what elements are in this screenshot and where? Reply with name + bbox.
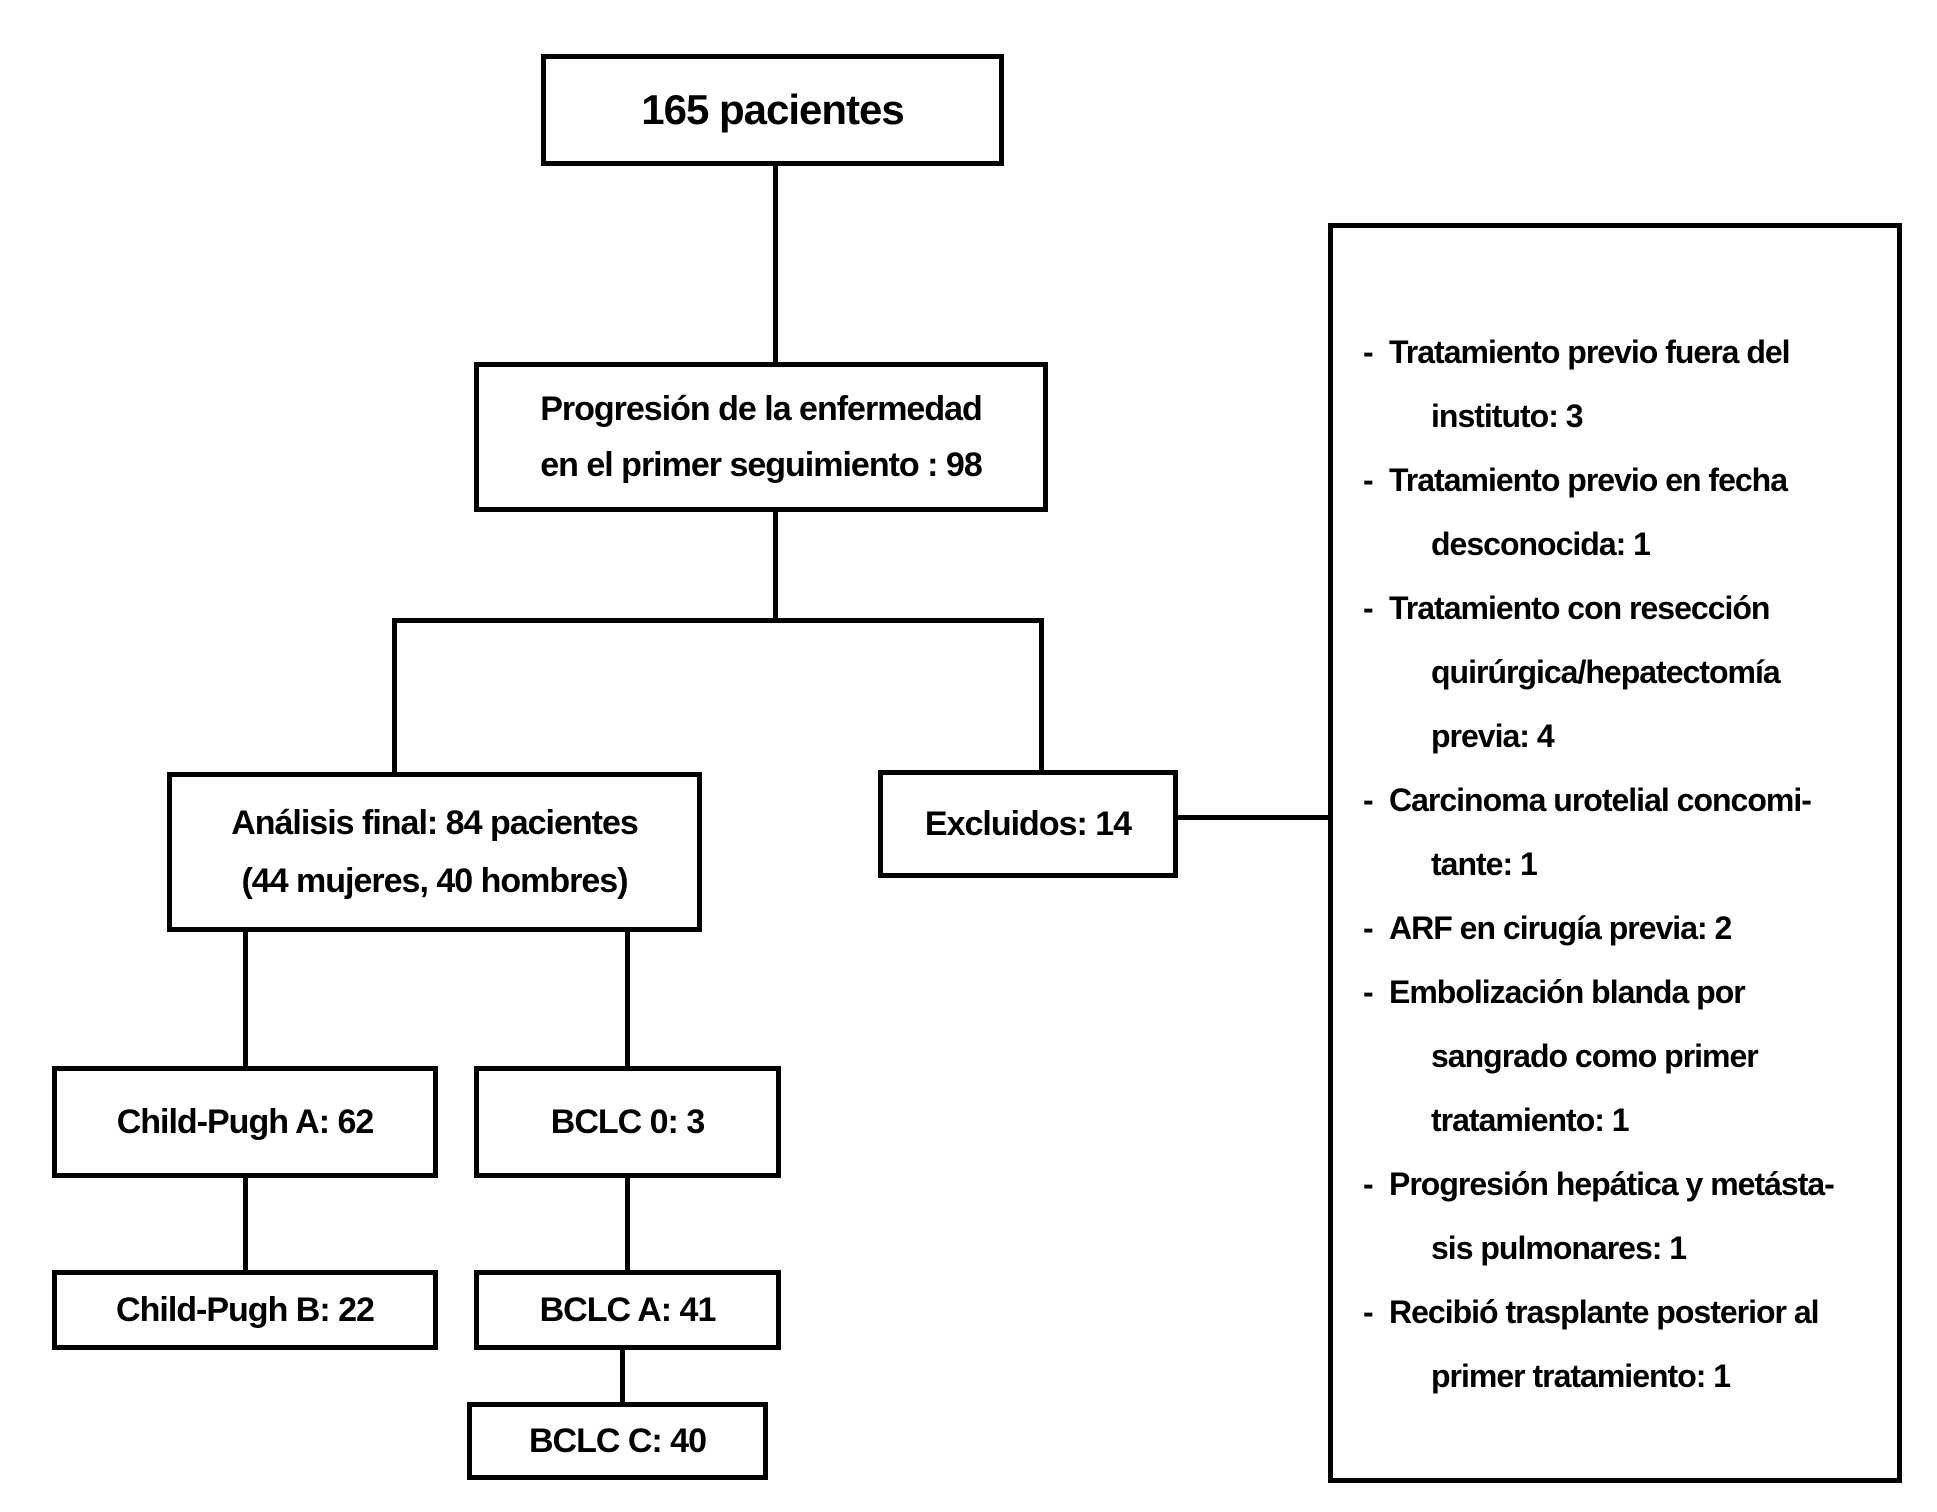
node-final-analysis-line2: (44 mujeres, 40 hombres) xyxy=(241,862,628,900)
node-bclc-0-label: BCLC 0: 3 xyxy=(550,1102,705,1141)
exclusion-item-text: Embolización blanda por xyxy=(1389,974,1746,1010)
exclusion-item-line-cont: sis pulmonares: 1 xyxy=(1431,1230,1687,1266)
bullet-dash: - xyxy=(1363,590,1374,626)
exclusion-item: -Carcinoma urotelial concomi-tante: 1 xyxy=(1363,768,1883,896)
node-bclc-c-label: BCLC C: 40 xyxy=(528,1421,707,1460)
node-total-patients-label: 165 pacientes xyxy=(641,86,905,133)
exclusion-item: -ARF en cirugía previa: 2 xyxy=(1363,896,1883,960)
exclusion-item: -Tratamiento previo fuera del instituto: … xyxy=(1363,320,1883,448)
exclusion-item-line-cont: previa: 4 xyxy=(1431,718,1555,754)
exclusion-item-line-cont: tante: 1 xyxy=(1431,846,1538,882)
node-child-pugh-b-label: Child-Pugh B: 22 xyxy=(116,1290,375,1329)
node-child-pugh-a: Child-Pugh A: 62 xyxy=(52,1066,438,1178)
exclusion-item: -Tratamiento con resección quirúrgica/hep… xyxy=(1363,576,1883,768)
exclusion-item-text: Tratamiento previo fuera del xyxy=(1389,334,1791,370)
exclusion-item-line-first: -Tratamiento previo fuera del xyxy=(1363,320,1883,384)
connector-branch-to-excluded xyxy=(1039,618,1044,770)
exclusion-item: -Tratamiento previo en fecha desconocida:… xyxy=(1363,448,1883,576)
bullet-dash: - xyxy=(1363,462,1374,498)
node-excluded: Excluidos: 14 xyxy=(878,770,1178,878)
bullet-dash: - xyxy=(1363,782,1374,818)
connector-analysis-to-bclc-0 xyxy=(625,930,630,1066)
exclusion-item-line-cont: instituto: 3 xyxy=(1431,398,1584,434)
node-disease-progression: Progresión de la enfermedad en el primer… xyxy=(474,362,1048,512)
exclusion-item-text: Progresión hepática y metásta- xyxy=(1389,1166,1835,1202)
exclusion-item-text: Tratamiento con resección xyxy=(1389,590,1770,626)
node-bclc-c: BCLC C: 40 xyxy=(467,1402,768,1480)
connector-bclc-0-to-a xyxy=(625,1178,630,1270)
node-bclc-a: BCLC A: 41 xyxy=(474,1270,781,1350)
connector-progression-to-branch xyxy=(773,512,778,620)
connector-branch-to-analysis xyxy=(392,618,397,772)
node-disease-progression-line2: en el primer seguimiento : 98 xyxy=(540,446,982,484)
exclusion-item-text: Carcinoma urotelial concomi- xyxy=(1389,782,1812,818)
connector-branch-horizontal xyxy=(392,618,1044,623)
node-final-analysis: Análisis final: 84 pacientes (44 mujeres… xyxy=(167,772,702,932)
exclusion-item-line-first: -Embolización blanda por xyxy=(1363,960,1883,1024)
exclusion-item-text: ARF en cirugía previa: 2 xyxy=(1389,910,1732,946)
node-final-analysis-line1: Análisis final: 84 pacientes xyxy=(231,804,639,842)
exclusion-item: -Embolización blanda por sangrado como pr… xyxy=(1363,960,1883,1152)
exclusion-item: -Recibió trasplante posterior al primer t… xyxy=(1363,1280,1883,1408)
node-disease-progression-line1: Progresión de la enfermedad xyxy=(540,390,983,428)
exclusion-item: -Progresión hepática y metásta-sis pulmo… xyxy=(1363,1152,1883,1280)
exclusion-item-line-first: -Progresión hepática y metásta- xyxy=(1363,1152,1883,1216)
exclusion-item-line-cont: primer tratamiento: 1 xyxy=(1431,1358,1731,1394)
exclusion-item-line-first: -Recibió trasplante posterior al xyxy=(1363,1280,1883,1344)
bullet-dash: - xyxy=(1363,974,1374,1010)
exclusion-item-line-first: -Carcinoma urotelial concomi- xyxy=(1363,768,1883,832)
exclusion-item-line-first: -Tratamiento con resección xyxy=(1363,576,1883,640)
node-child-pugh-a-label: Child-Pugh A: 62 xyxy=(116,1102,375,1141)
exclusion-item-line-cont: quirúrgica/hepatectomía xyxy=(1431,654,1781,690)
node-excluded-label: Excluidos: 14 xyxy=(924,804,1132,843)
connector-excluded-to-panel xyxy=(1178,815,1333,820)
exclusion-item-line-cont: tratamiento: 1 xyxy=(1431,1102,1630,1138)
bullet-dash: - xyxy=(1363,1294,1374,1330)
connector-patients-to-progression xyxy=(773,166,778,362)
node-bclc-a-label: BCLC A: 41 xyxy=(539,1290,717,1329)
node-total-patients: 165 pacientes xyxy=(541,54,1004,166)
exclusion-item-text: Recibió trasplante posterior al xyxy=(1389,1294,1820,1330)
exclusion-item-line-first: -ARF en cirugía previa: 2 xyxy=(1363,896,1883,960)
bullet-dash: - xyxy=(1363,334,1374,370)
exclusion-item-text: Tratamiento previo en fecha xyxy=(1389,462,1788,498)
exclusion-item-line-cont: desconocida: 1 xyxy=(1431,526,1651,562)
connector-bclc-a-to-c xyxy=(620,1350,625,1402)
node-child-pugh-b: Child-Pugh B: 22 xyxy=(52,1270,438,1350)
bullet-dash: - xyxy=(1363,1166,1374,1202)
node-bclc-0: BCLC 0: 3 xyxy=(474,1066,781,1178)
exclusion-item-line-first: -Tratamiento previo en fecha xyxy=(1363,448,1883,512)
bullet-dash: - xyxy=(1363,910,1374,946)
connector-analysis-to-child-pugh-a xyxy=(243,930,248,1066)
exclusion-item-line-cont: sangrado como primer xyxy=(1431,1038,1759,1074)
connector-child-pugh-a-to-b xyxy=(243,1178,248,1270)
